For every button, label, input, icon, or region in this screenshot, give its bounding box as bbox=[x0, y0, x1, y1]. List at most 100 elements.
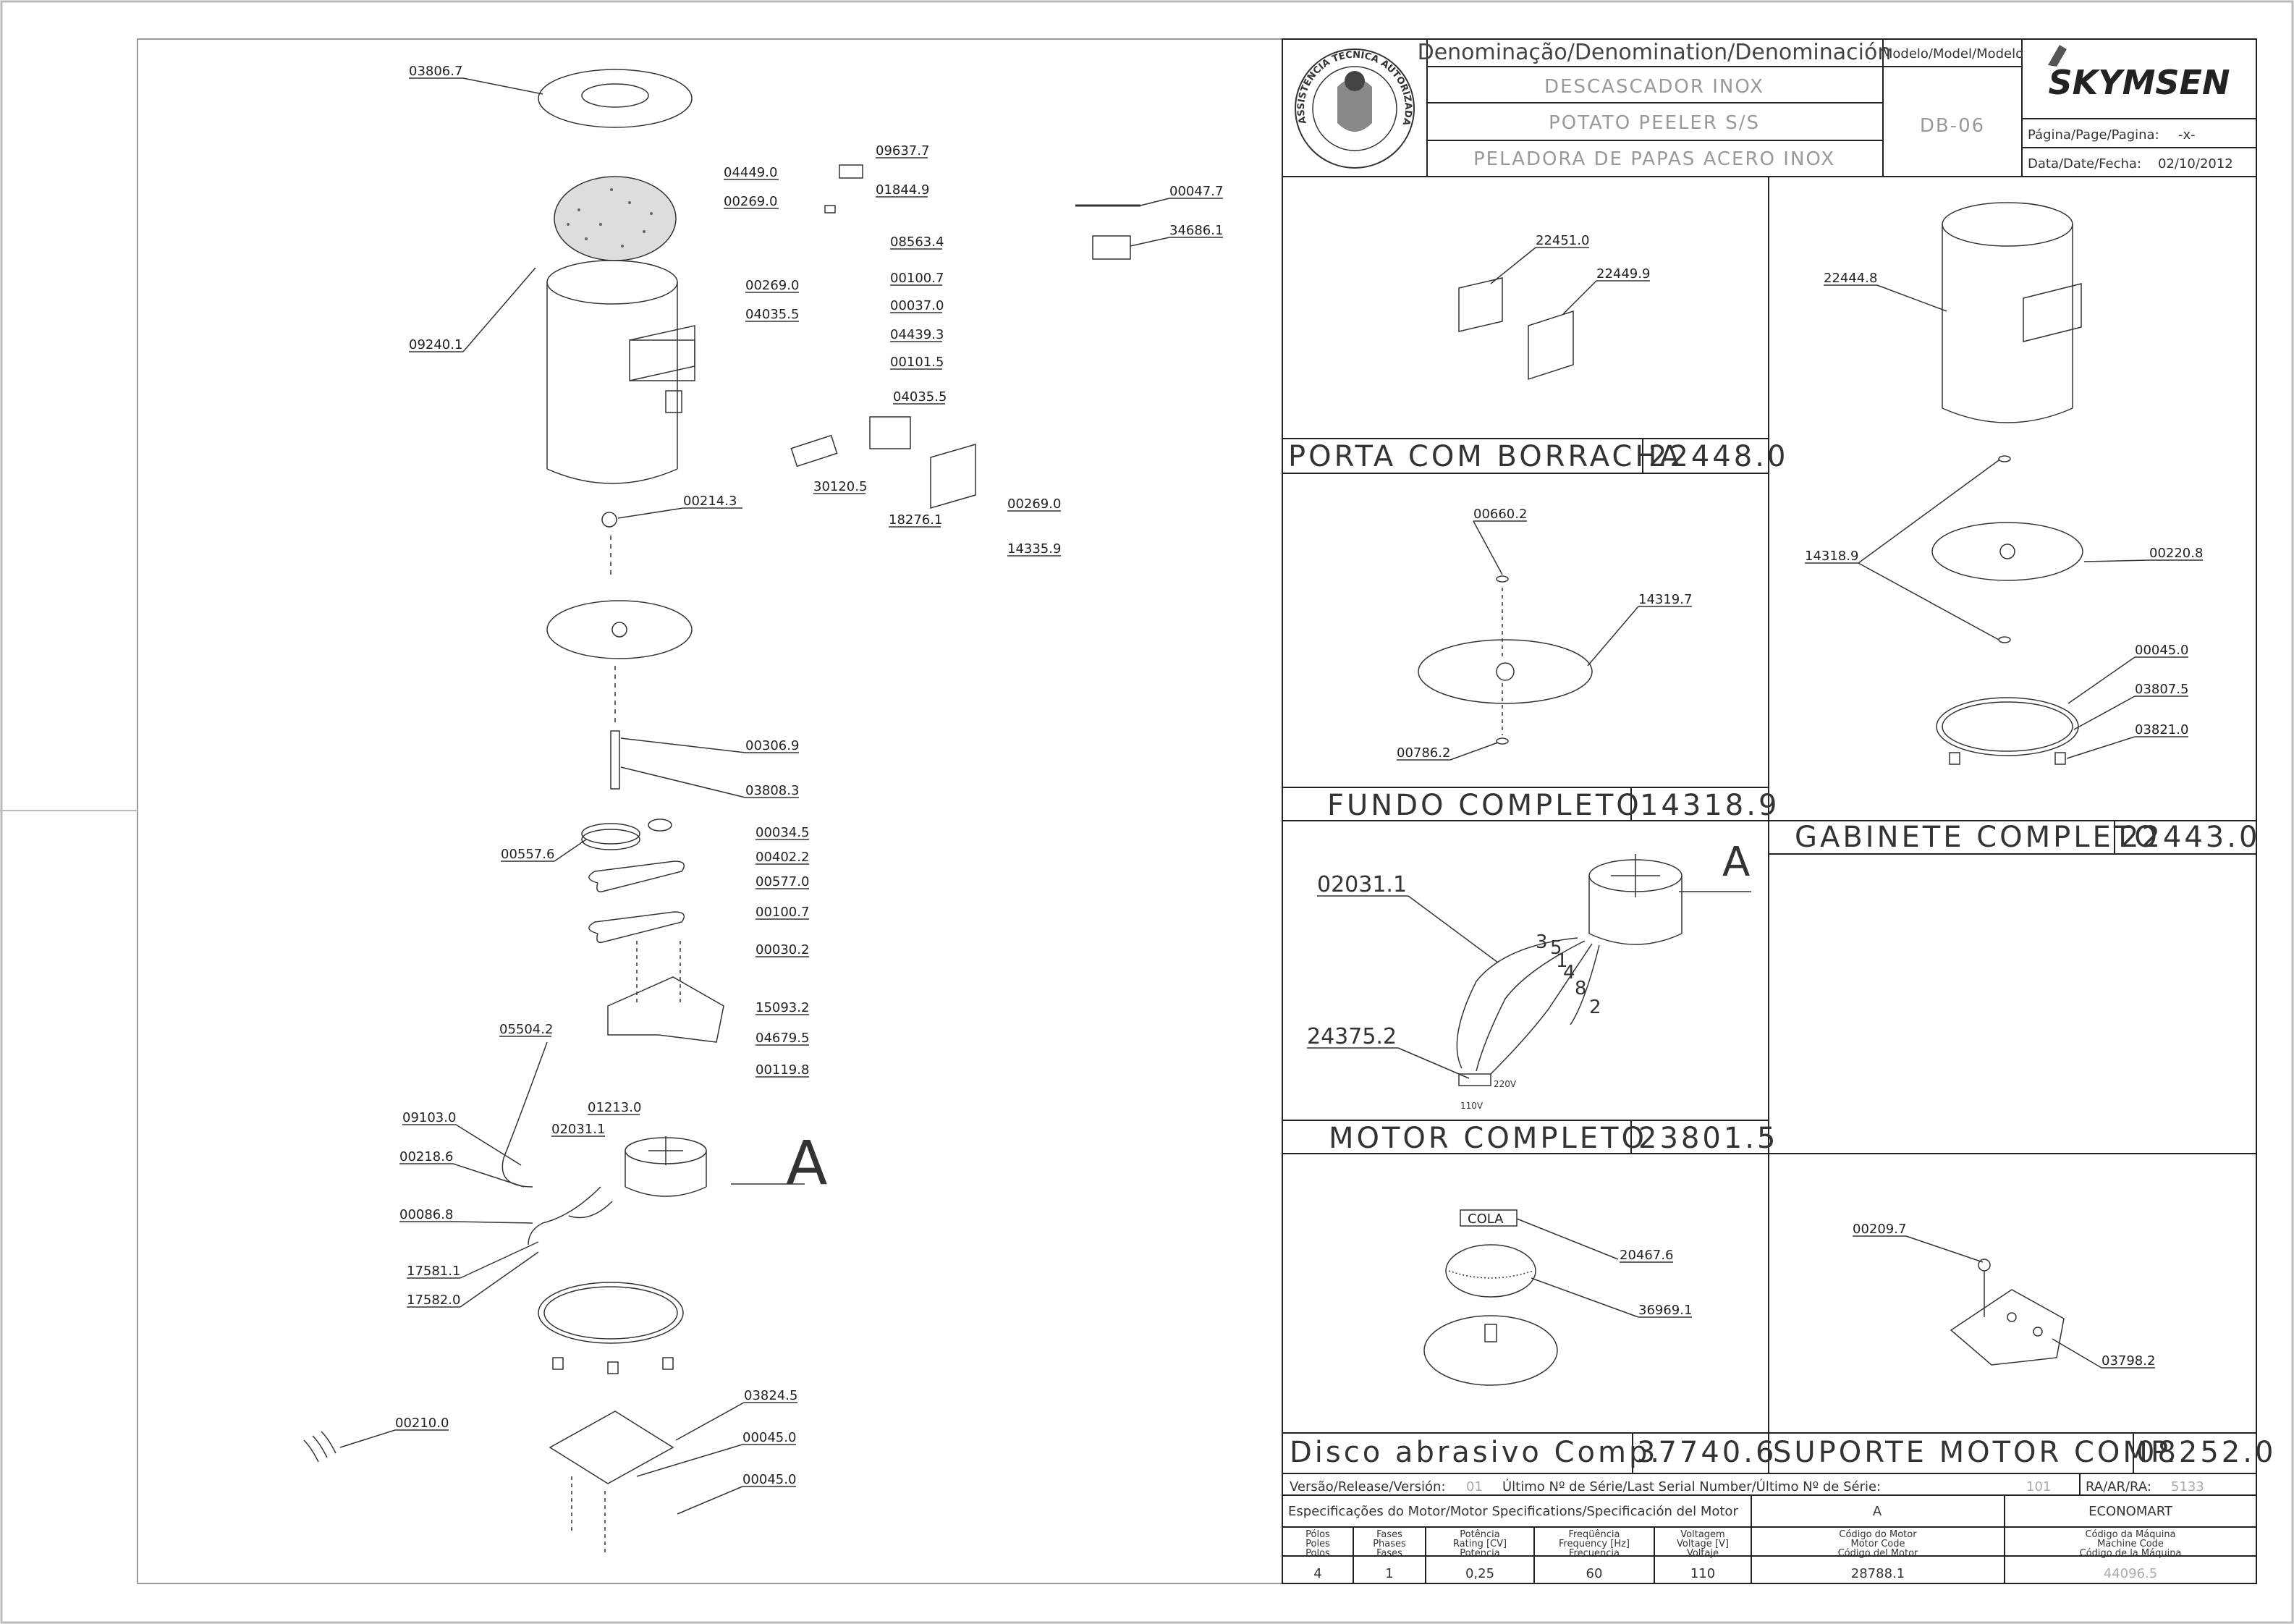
svg-text:Potência: Potência bbox=[1460, 1529, 1499, 1540]
version-value: 01 bbox=[1466, 1479, 1483, 1494]
svg-text:00402.2: 00402.2 bbox=[756, 850, 809, 865]
svg-text:03806.7: 03806.7 bbox=[409, 64, 462, 79]
label-04035-5-a: 04035.5 bbox=[745, 307, 799, 322]
spec-voltage: 110 bbox=[1690, 1566, 1715, 1581]
page-label: Página/Page/Pagina: bbox=[2028, 127, 2159, 143]
model-value: DB-06 bbox=[1920, 115, 1985, 137]
fundo-panel: 00660.2 14319.7 00786.2 bbox=[1397, 507, 1692, 761]
brand-name: SKYMSEN bbox=[2049, 63, 2230, 102]
svg-text:00306.9: 00306.9 bbox=[745, 738, 799, 753]
svg-text:05504.2: 05504.2 bbox=[499, 1022, 553, 1037]
svg-text:09637.7: 09637.7 bbox=[876, 143, 929, 158]
svg-text:34686.1: 34686.1 bbox=[1169, 223, 1223, 238]
label-34686-1: 34686.1 bbox=[1130, 223, 1223, 247]
ra-label: RA/AR/RA: bbox=[2086, 1479, 2151, 1494]
svg-text:Potencia: Potencia bbox=[1460, 1548, 1499, 1559]
label-03806-7: 03806.7 bbox=[409, 64, 543, 95]
model-header: Modelo/Model/Modelo bbox=[1882, 46, 2023, 62]
label-17582-0: 17582.0 bbox=[407, 1251, 539, 1308]
label-00402-2: 00402.2 bbox=[756, 850, 809, 865]
svg-text:00269.0: 00269.0 bbox=[724, 194, 777, 209]
gabinete-label-2: 00220.8 bbox=[2149, 546, 2203, 561]
name-pt: DESCASCADOR INOX bbox=[1544, 76, 1764, 98]
label-02031-1: 02031.1 bbox=[551, 1122, 605, 1137]
label-30120-5: 30120.5 bbox=[813, 479, 867, 494]
svg-text:04449.0: 04449.0 bbox=[724, 165, 777, 180]
page-value: -x- bbox=[2178, 127, 2196, 143]
svg-text:00034.5: 00034.5 bbox=[756, 825, 809, 840]
right-panel-grid bbox=[1282, 38, 2257, 1584]
svg-text:00218.6: 00218.6 bbox=[399, 1149, 453, 1164]
label-00269-0-b: 00269.0 bbox=[745, 278, 799, 293]
label-09103-0: 09103.0 bbox=[402, 1110, 522, 1166]
brand-logo: SKYMSEN bbox=[2048, 45, 2230, 102]
label-17581-1: 17581.1 bbox=[407, 1241, 539, 1279]
svg-text:Voltaje: Voltaje bbox=[1687, 1548, 1719, 1559]
svg-text:Rating [CV]: Rating [CV] bbox=[1453, 1539, 1507, 1549]
svg-text:Fases: Fases bbox=[1376, 1529, 1402, 1540]
disco-panel: COLA 20467.6 36969.1 bbox=[1423, 1209, 1692, 1386]
svg-text:00100.7: 00100.7 bbox=[756, 905, 809, 920]
label-09240-1: 09240.1 bbox=[409, 267, 536, 352]
version-label: Versão/Release/Versión: bbox=[1290, 1479, 1446, 1494]
svg-text:00086.8: 00086.8 bbox=[399, 1207, 453, 1222]
svg-text:Frecuencia: Frecuencia bbox=[1569, 1548, 1620, 1559]
gabinete-label-1: 14318.9 bbox=[1805, 549, 1858, 564]
svg-text:Voltagem: Voltagem bbox=[1680, 1529, 1724, 1540]
motor-letter: A bbox=[1873, 1504, 1882, 1519]
gabinete-label-4: 03807.5 bbox=[2135, 682, 2188, 697]
name-en: POTATO PEELER S/S bbox=[1549, 112, 1760, 134]
gabinete-title: GABINETE COMPLETO bbox=[1795, 821, 2160, 854]
gabinete-label-3: 00045.0 bbox=[2135, 643, 2188, 658]
svg-text:09240.1: 09240.1 bbox=[409, 337, 462, 352]
gabinete-panel: 22444.8 14318.9 00220.8 00045.0 03807.5 … bbox=[1805, 202, 2203, 765]
svg-text:8: 8 bbox=[1575, 978, 1587, 999]
svg-text:15093.2: 15093.2 bbox=[756, 1000, 809, 1015]
economart-label: ECONOMART bbox=[2088, 1504, 2173, 1519]
porta-label-1: 22449.9 bbox=[1596, 266, 1650, 282]
svg-text:00214.3: 00214.3 bbox=[683, 494, 737, 509]
suporte-label-1: 03798.2 bbox=[2102, 1353, 2155, 1369]
svg-text:Fases: Fases bbox=[1376, 1548, 1402, 1559]
fundo-title: FUNDO COMPLETO bbox=[1327, 789, 1642, 822]
spec-motor-code: 28788.1 bbox=[1851, 1566, 1905, 1581]
label-00100-7-a: 00100.7 bbox=[890, 271, 944, 286]
svg-text:00269.0: 00269.0 bbox=[1007, 496, 1061, 512]
svg-text:01213.0: 01213.0 bbox=[588, 1100, 641, 1115]
label-18276-1: 18276.1 bbox=[889, 512, 942, 528]
svg-text:Voltage [V]: Voltage [V] bbox=[1677, 1539, 1729, 1549]
svg-text:03808.3: 03808.3 bbox=[745, 783, 799, 798]
suporte-title: SUPORTE MOTOR COMP. bbox=[1773, 1436, 2179, 1469]
label-00577-0: 00577.0 bbox=[756, 874, 809, 889]
label-00218-6: 00218.6 bbox=[399, 1149, 525, 1188]
ra-value: 5133 bbox=[2171, 1479, 2204, 1494]
label-00045-0-b: 00045.0 bbox=[677, 1472, 796, 1515]
svg-text:00045.0: 00045.0 bbox=[742, 1472, 796, 1487]
svg-text:04679.5: 04679.5 bbox=[756, 1031, 809, 1046]
svg-text:Frequency [Hz]: Frequency [Hz] bbox=[1559, 1539, 1630, 1549]
svg-text:00119.8: 00119.8 bbox=[756, 1062, 809, 1078]
date-value: 02/10/2012 bbox=[2158, 156, 2233, 172]
name-es: PELADORA DE PAPAS ACERO INOX bbox=[1473, 148, 1835, 170]
spec-values: 4 1 0,25 60 110 28788.1 44096.5 bbox=[1313, 1566, 2157, 1581]
main-labels: 03806.7 04449.0 00269.0 09637.7 01844.9 … bbox=[339, 64, 1223, 1515]
label-00214-3: 00214.3 bbox=[617, 494, 742, 519]
svg-text:00577.0: 00577.0 bbox=[756, 874, 809, 889]
inner-border bbox=[137, 38, 2257, 1584]
technical-assistance-seal: ASSISTÊNCIA TÉCNICA AUTORIZADA bbox=[1295, 48, 1415, 169]
svg-text:00037.0: 00037.0 bbox=[890, 298, 944, 313]
label-03808-3: 03808.3 bbox=[620, 766, 799, 798]
svg-text:Machine Code: Machine Code bbox=[2097, 1539, 2164, 1549]
label-15093-2: 15093.2 bbox=[756, 1000, 809, 1015]
label-00306-9: 00306.9 bbox=[620, 737, 799, 753]
svg-text:04035.5: 04035.5 bbox=[745, 307, 799, 322]
label-05504-2: 05504.2 bbox=[499, 1022, 553, 1037]
svg-text:00030.2: 00030.2 bbox=[756, 942, 809, 957]
disco-label-1: 20467.6 bbox=[1620, 1248, 1673, 1263]
svg-text:03824.5: 03824.5 bbox=[744, 1388, 797, 1403]
suporte-code: 08252.0 bbox=[2136, 1436, 2276, 1469]
porta-label-0: 22451.0 bbox=[1536, 233, 1589, 248]
suporte-panel: 00209.7 03798.2 bbox=[1853, 1222, 2155, 1369]
